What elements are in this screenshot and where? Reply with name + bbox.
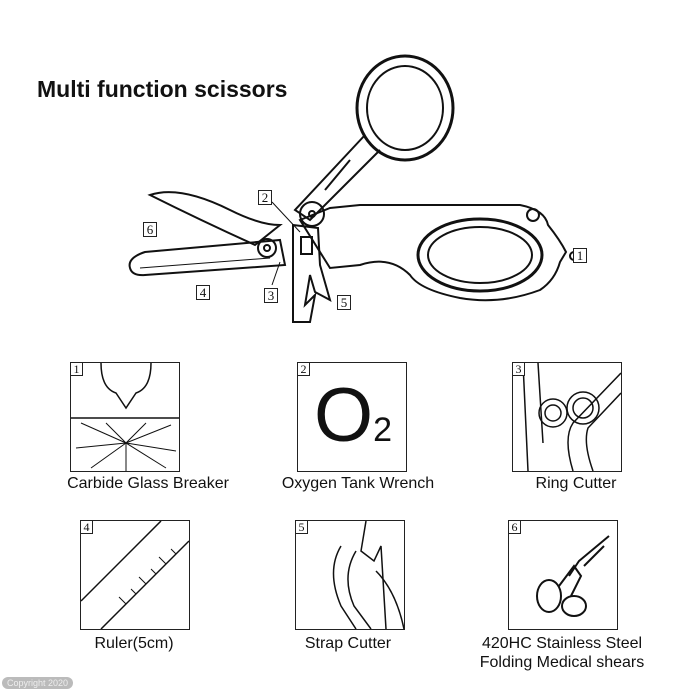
feature-label: Oxygen Tank Wrench	[281, 475, 435, 492]
callout-2: 2	[258, 190, 272, 205]
scissors-diagram	[128, 54, 579, 323]
panel-number: 3	[513, 363, 525, 376]
panel-number: 2	[298, 363, 310, 376]
callout-3: 3	[264, 288, 278, 303]
oxygen-wrench-panel: 2 O2	[297, 362, 407, 472]
callout-4: 4	[196, 285, 210, 300]
shears-panel: 6	[508, 520, 618, 630]
ruler-panel: 4	[80, 520, 190, 630]
callout-5: 5	[337, 295, 351, 310]
shears-icon	[536, 535, 610, 617]
panel-number: 6	[509, 521, 521, 534]
glass-breaker-panel: 1	[70, 362, 180, 472]
ring-cutter-icon	[522, 363, 621, 471]
feature-label: Ring Cutter	[535, 475, 617, 492]
ruler-icon	[81, 521, 189, 629]
o2-icon: O2	[314, 373, 393, 458]
panel-number: 1	[71, 363, 83, 376]
page-title: Multi function scissors	[37, 76, 288, 102]
feature-label: Strap Cutter	[304, 635, 392, 652]
ring-cutter-panel: 3	[512, 362, 622, 472]
callout-6: 6	[143, 222, 157, 237]
feature-label: Ruler(5cm)	[94, 635, 174, 652]
panel-number: 4	[81, 521, 93, 534]
feature-label: Carbide Glass Breaker	[67, 475, 229, 492]
watermark: Copyright 2020	[2, 677, 74, 689]
callout-1: 1	[573, 248, 587, 263]
panel-number: 5	[296, 521, 308, 534]
strap-cutter-panel: 5	[295, 520, 405, 630]
strap-cutter-icon	[332, 521, 404, 629]
glass-breaker-icon	[71, 363, 179, 471]
